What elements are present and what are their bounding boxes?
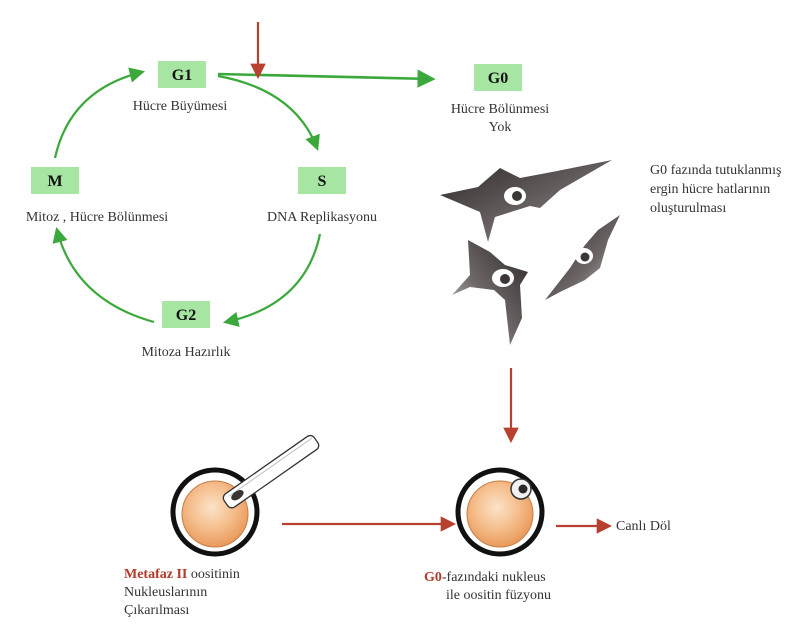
phase-label-s: S <box>318 173 327 190</box>
oocyte-caption-line2: Nukleuslarının <box>124 585 207 600</box>
phase-box-g2: G2 <box>162 301 210 328</box>
arrow-s-to-g2 <box>226 234 320 322</box>
oocyte-fusion <box>458 470 542 554</box>
caption-g0-line2: Yok <box>489 120 512 135</box>
phase-box-g1: G1 <box>158 61 206 88</box>
fusion-caption-line1: G0-fazındaki nukleus <box>424 570 546 585</box>
arrow-g1-to-s <box>218 76 317 148</box>
phase-box-s: S <box>298 167 346 194</box>
fusion-caption-red: G0 <box>424 570 442 585</box>
cell-lines-caption-line1: G0 fazında tutuklanmış <box>650 163 781 178</box>
cell-lines-caption-line3: oluşturulması <box>650 201 726 216</box>
phase-label-m: M <box>47 173 62 190</box>
fusion-caption-rest: -fazındaki nukleus <box>442 570 546 585</box>
phase-label-g1: G1 <box>172 67 192 84</box>
fibroblast-cell-left <box>452 240 528 345</box>
caption-s: DNA Replikasyonu <box>267 210 377 225</box>
arrow-g1-to-g0 <box>218 74 432 79</box>
caption-g0-line1: Hücre Bölünmesi <box>451 102 549 117</box>
fibroblast-cell-top <box>440 160 612 242</box>
caption-g2: Mitoza Hazırlık <box>141 345 230 360</box>
oocyte-caption-rest: oositinin <box>187 567 240 582</box>
cell-lines-caption-line2: ergin hücre hatlarının <box>650 182 770 197</box>
fibroblast-cell-right <box>545 215 620 300</box>
oocyte-caption-red: Metafaz II <box>124 567 187 582</box>
micropipette <box>221 434 320 510</box>
caption-g1: Hücre Büyümesi <box>133 99 228 114</box>
phase-box-m: M <box>31 167 79 194</box>
phase-label-g0: G0 <box>488 70 508 87</box>
phase-label-g2: G2 <box>176 307 196 324</box>
phase-box-g0: G0 <box>474 64 522 91</box>
oocyte-caption-line3: Çıkarılması <box>124 603 189 618</box>
arrow-m-to-g1 <box>55 72 142 158</box>
arrow-g2-to-m <box>57 230 154 322</box>
caption-m: Mitoz , Hücre Bölünmesi <box>26 210 168 225</box>
outcome-label: Canlı Döl <box>616 519 671 534</box>
fusion-caption-line2: ile oositin füzyonu <box>446 588 551 603</box>
oocyte-caption-line1: Metafaz II oositinin <box>124 567 240 582</box>
